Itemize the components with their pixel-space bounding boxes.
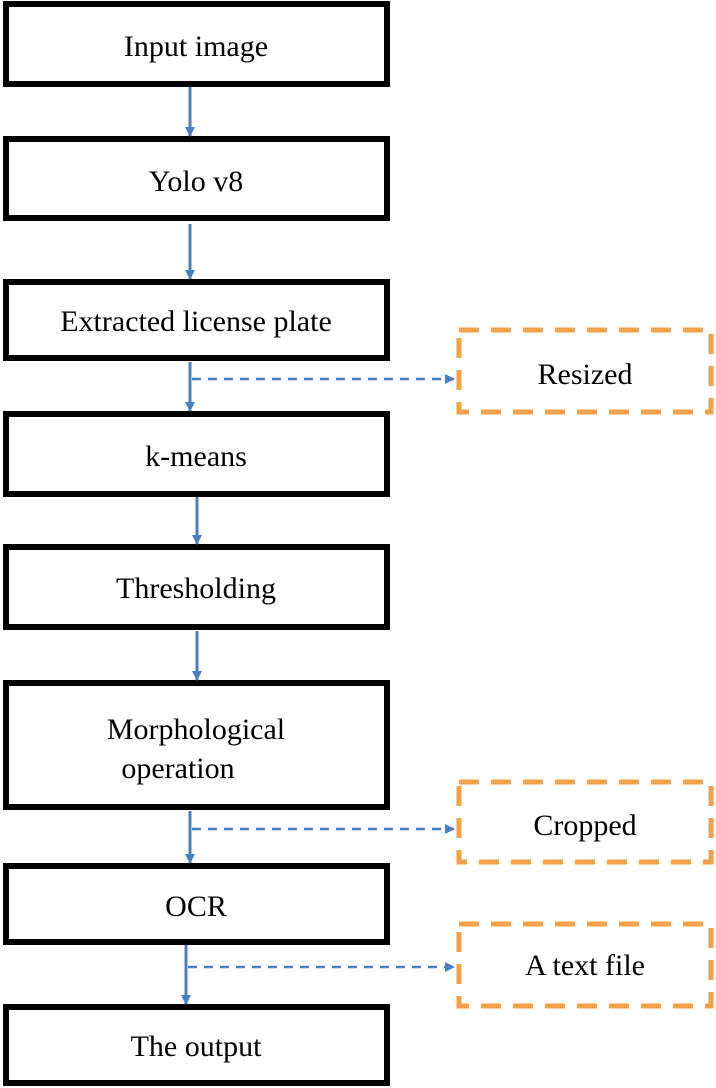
side-output-label: Cropped [533, 809, 636, 842]
step-extracted-license-plate: Extracted license plate [3, 279, 390, 361]
step-label: Yolo v8 [149, 165, 244, 198]
side-output-label: A text file [525, 949, 645, 982]
step-label-line-1: Morphological [107, 713, 285, 746]
step-label: OCR [165, 890, 227, 923]
step-morphological-operation: Morphological operation [3, 680, 390, 810]
step-label: Extracted license plate [60, 305, 332, 338]
step-yolo-v8: Yolo v8 [3, 136, 390, 221]
step-thresholding: Thresholding [3, 544, 390, 630]
step-input-image: Input image [3, 1, 390, 87]
step-label-line-2: operation [121, 752, 234, 785]
step-ocr: OCR [3, 863, 390, 945]
step-the-output: The output [3, 1004, 390, 1086]
step-label: Thresholding [116, 572, 276, 605]
side-output-cropped: Cropped [456, 779, 714, 865]
step-label: The output [131, 1030, 262, 1063]
side-output-text-file: A text file [456, 921, 714, 1009]
side-output-label: Resized [538, 358, 633, 391]
step-k-means: k-means [3, 411, 390, 497]
step-label: Input image [124, 30, 268, 63]
step-label: k-means [145, 440, 247, 473]
side-output-resized: Resized [456, 327, 714, 415]
